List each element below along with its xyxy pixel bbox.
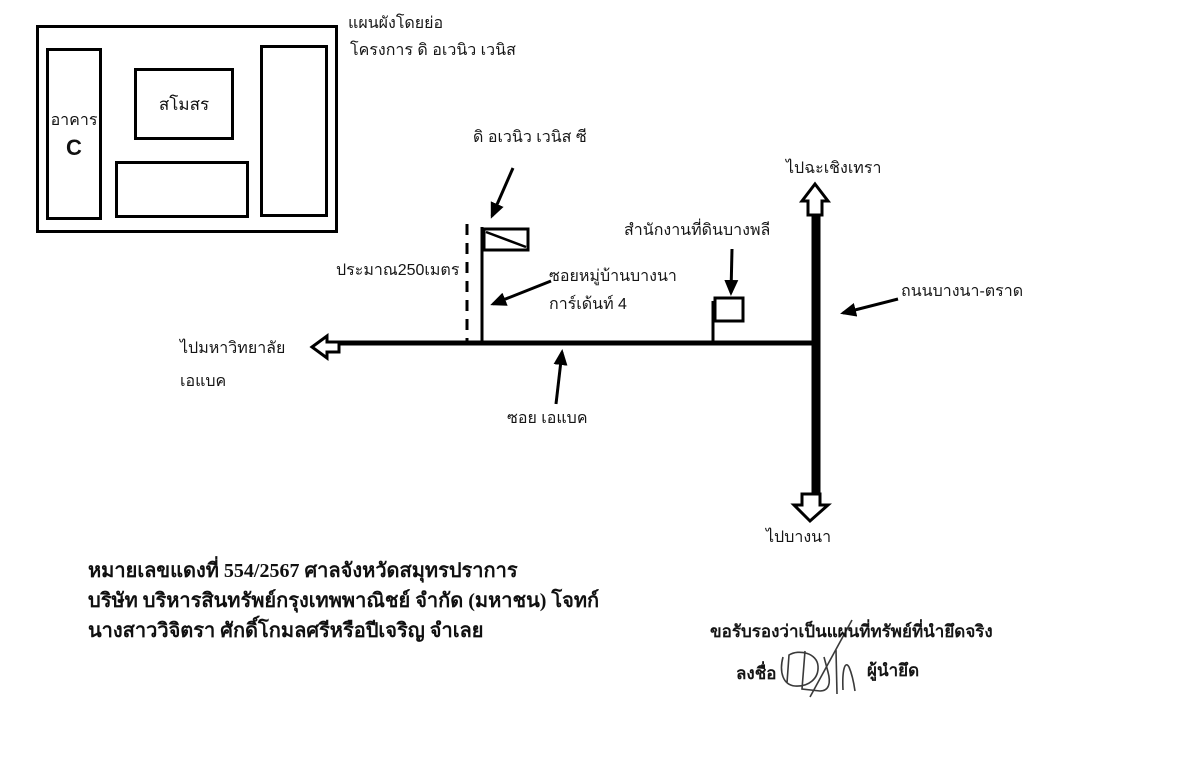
soi-abac-pointer-arrow (553, 349, 568, 405)
west-direction-arrow (309, 333, 341, 361)
case-caption-block: หมายเลขแดงที่ 554/2567 ศาลจังหวัดสมุทรปร… (88, 556, 599, 646)
soi-village-pointer-arrow (490, 279, 552, 306)
signer-role-label: ผู้นำยึด (867, 661, 920, 680)
to-bangna-label: ไปบางนา (766, 529, 832, 546)
soi-village-label: ซอยหมู่บ้านบางนา การ์เด้นท์ 4 (549, 263, 677, 319)
soi-abac-label: ซอย เอแบค (507, 410, 588, 427)
flag-diagonal-line (485, 230, 527, 249)
project-unit-pointer-arrow (490, 167, 515, 219)
land-office-pointer-arrow (724, 248, 739, 296)
to-university-label-line1: ไปมหาวิทยาลัย (180, 340, 286, 357)
certification-line: ขอรับรองว่าเป็นแผนที่ทรัพย์ที่นำยึดจริง (710, 622, 993, 641)
defendant-line: นางสาววิจิตรา ศักดิ์โกมลศรีหรือปีเจริญ จ… (88, 620, 484, 642)
to-university-label-line2: เอแบค (180, 373, 227, 390)
unlabeled-building-rect-right (260, 45, 328, 217)
south-direction-arrow (790, 492, 832, 524)
soi-village-label-line2: การ์เด้นท์ 4 (549, 296, 627, 313)
building-c-label: อาคาร (50, 111, 98, 129)
clubhouse-label: สโมสร (158, 94, 210, 114)
unlabeled-building-rect-bottom (115, 161, 249, 218)
building-c-rect: อาคาร C (46, 48, 102, 220)
land-office-label: สำนักงานที่ดินบางพลี (624, 222, 771, 239)
soi-village-label-line1: ซอยหมู่บ้านบางนา (549, 268, 677, 285)
inset-title-line2: โครงการ ดิ อเวนิว เวนิส (350, 42, 516, 59)
project-unit-label: ดิ อเวนิว เวนิส ซี (473, 129, 587, 146)
plaintiff-line: บริษัท บริหารสินทรัพย์กรุงเทพพาณิชย์ จำก… (88, 590, 600, 612)
clubhouse-rect: สโมสร (134, 68, 234, 140)
north-direction-arrow (798, 181, 832, 217)
land-office-rect (713, 296, 745, 323)
building-c-letter: C (66, 134, 82, 160)
bangna-trat-road-label: ถนนบางนา-ตราด (901, 283, 1024, 300)
bangna-trat-pointer-arrow (840, 297, 899, 317)
to-chachoengsao-label: ไปฉะเชิงเทรา (786, 160, 882, 177)
case-number-line: หมายเลขแดงที่ 554/2567 ศาลจังหวัดสมุทรปร… (88, 560, 518, 582)
to-university-label: ไปมหาวิทยาลัย เอแบค (180, 332, 285, 398)
signature-scribble (780, 619, 856, 698)
distance-label: ประมาณ250เมตร (336, 262, 460, 279)
sign-label: ลงชื่อ (736, 664, 777, 683)
inset-title-line1: แผนผังโดยย่อ (348, 15, 444, 32)
